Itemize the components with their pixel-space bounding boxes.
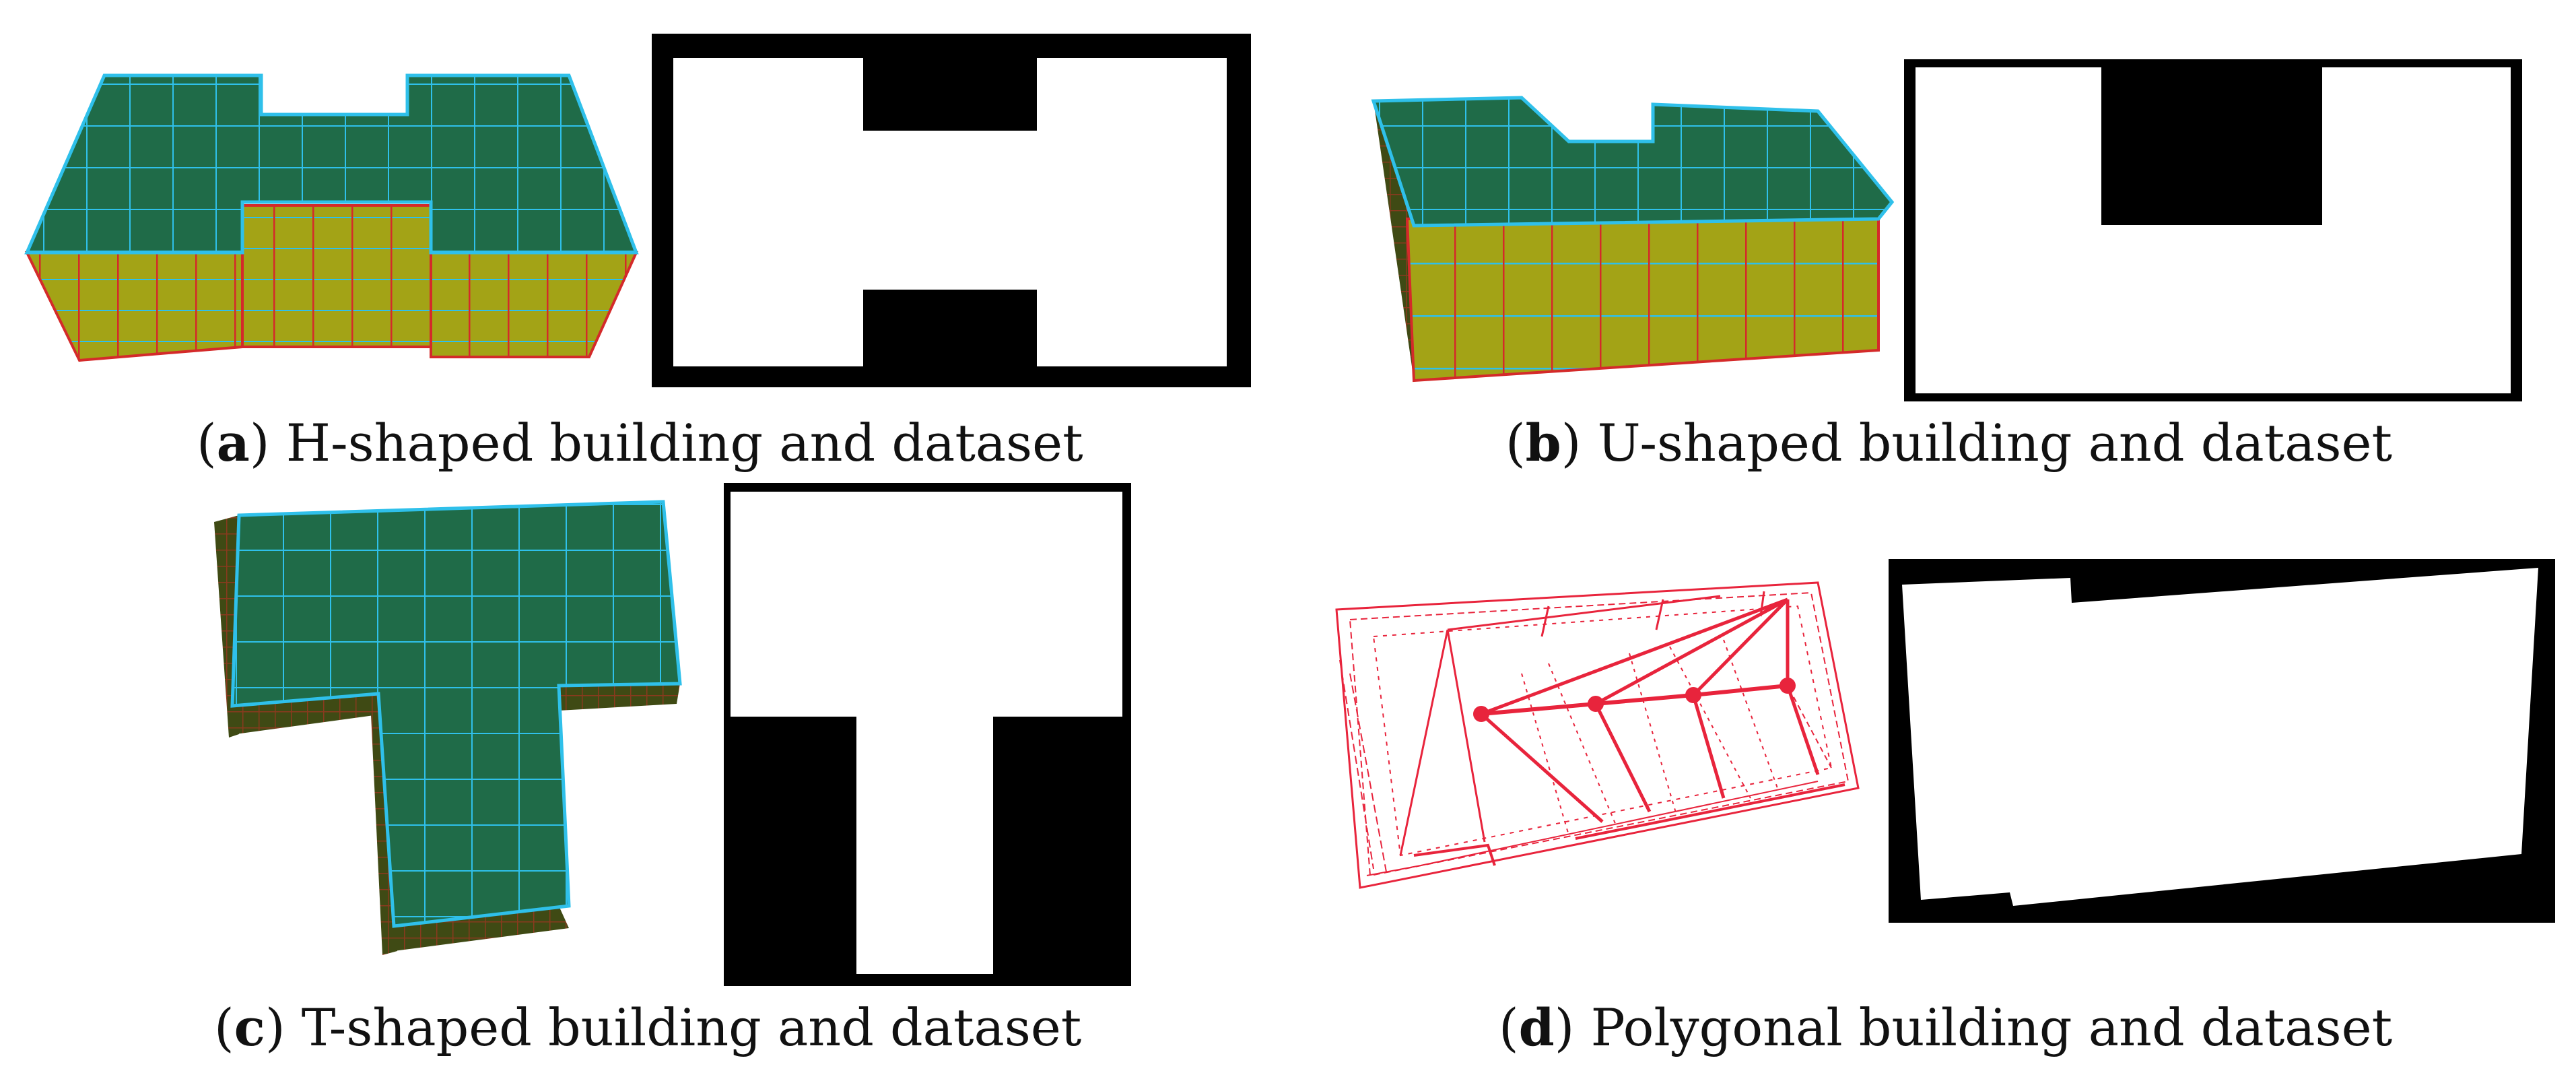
t-dataset-mask <box>724 483 1131 986</box>
caption-panel-b: (b) U-shaped building and dataset <box>1505 413 2393 473</box>
u-dataset-mask <box>1904 59 2522 401</box>
caption-label-a: a <box>216 413 250 473</box>
caption-text-b: U-shaped building and dataset <box>1597 413 2393 473</box>
caption-text-c: T-shaped building and dataset <box>301 998 1082 1057</box>
caption-text-d: Polygonal building and dataset <box>1590 998 2393 1057</box>
caption-panel-d: (d) Polygonal building and dataset <box>1499 998 2393 1057</box>
caption-label-d: d <box>1518 998 1555 1057</box>
caption-panel-a: (a) H-shaped building and dataset <box>197 413 1083 473</box>
caption-panel-c: (c) T-shaped building and dataset <box>214 998 1082 1057</box>
h-building-render <box>24 73 639 362</box>
caption-label-b: b <box>1525 413 1561 473</box>
t-building-render <box>214 500 682 955</box>
polygonal-dataset-mask <box>1889 559 2555 923</box>
caption-label-c: c <box>234 998 265 1057</box>
caption-text-a: H-shaped building and dataset <box>285 413 1083 473</box>
h-dataset-mask <box>652 34 1251 387</box>
polygonal-wireframe <box>1335 581 1860 889</box>
u-building-render <box>1371 96 1895 383</box>
wireframe-nodes <box>1473 678 1796 722</box>
